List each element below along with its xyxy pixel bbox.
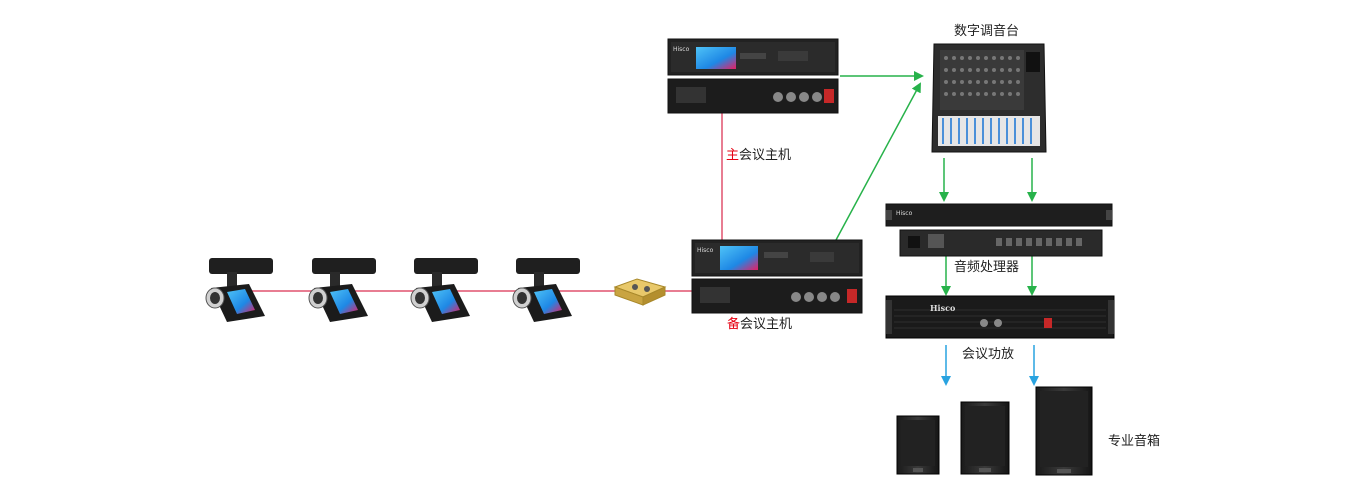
backup-host-to-mixer-arrow: [835, 82, 921, 241]
main-host-brand: Hisco: [673, 46, 690, 53]
main-host-label: 主会议主机: [726, 144, 791, 163]
processor-brand: Hisco: [896, 210, 913, 217]
speakers-label: 专业音箱: [1108, 434, 1161, 449]
speaker-large: [1035, 386, 1093, 476]
floor-socket-box: [613, 278, 667, 306]
backup-conference-host: [691, 239, 863, 314]
amplifier-brand: Hisco: [930, 303, 956, 313]
mixer-label: 数字调音台: [954, 24, 1020, 39]
processor-label: 音频处理器: [954, 260, 1020, 275]
amplifier-label: 会议功放: [962, 347, 1015, 362]
delegate-unit-1: [205, 258, 273, 322]
delegate-unit-3: [410, 258, 478, 322]
audio-processor: [885, 203, 1113, 257]
delegate-unit-2: [308, 258, 376, 322]
backup-host-label: 备会议主机: [727, 313, 792, 332]
speaker-medium: [960, 401, 1010, 475]
backup-host-label-suffix: 会议主机: [740, 317, 793, 332]
digital-mixer: [931, 43, 1047, 153]
conference-amplifier: [885, 295, 1115, 339]
backup-host-label-prefix: 备: [727, 317, 741, 332]
delegate-unit-4: [512, 258, 580, 322]
backup-host-brand: Hisco: [697, 247, 714, 254]
main-host-label-suffix: 会议主机: [739, 148, 792, 163]
main-host-label-prefix: 主: [726, 148, 740, 163]
main-conference-host: [667, 38, 839, 114]
speaker-small: [896, 415, 940, 475]
